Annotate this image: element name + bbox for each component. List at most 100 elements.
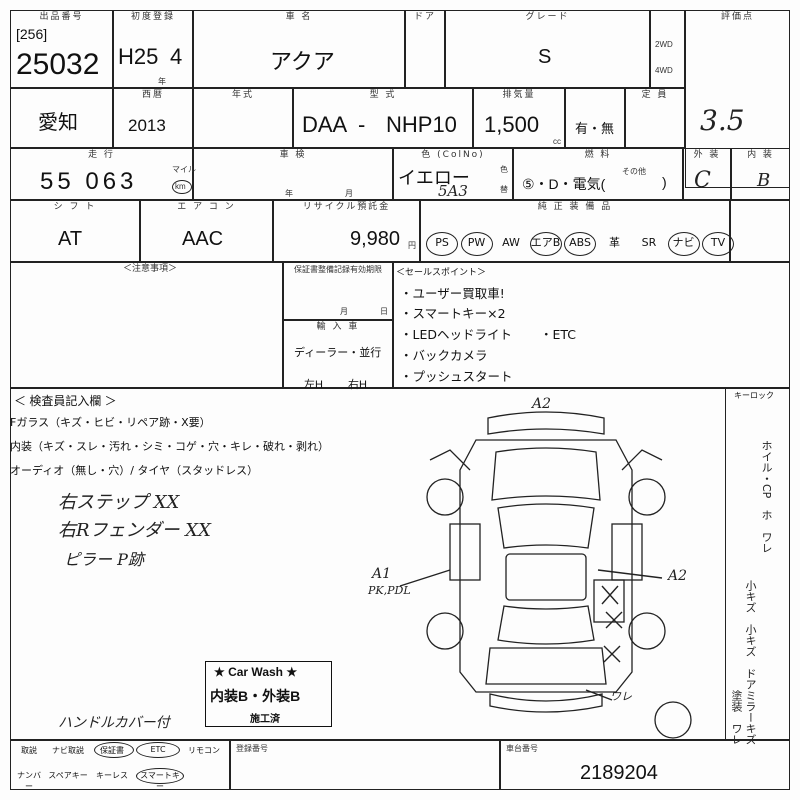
car-wash-title: ★ Car Wash ★: [214, 665, 298, 679]
displacement-value: 1,500: [484, 112, 540, 137]
exterior-header: 外 装: [693, 150, 721, 160]
interior-header: 内 装: [747, 150, 774, 160]
chassis-header: 車台番号: [506, 744, 538, 753]
color-col-label: 色: [500, 165, 508, 174]
shift-cell: [10, 200, 140, 262]
roof-shape: [505, 553, 587, 601]
wheel-rear-left: [426, 612, 464, 650]
equipment-circle-7: [667, 232, 700, 256]
interior-grade: B: [757, 170, 771, 191]
mileage-unit-km: km: [175, 182, 186, 191]
callout-a1-line: [399, 569, 451, 587]
wheel-front-right: [628, 478, 666, 516]
circle-warranty: [94, 742, 134, 758]
model-code: NHP10: [386, 112, 457, 137]
rear-window-shape: [497, 605, 595, 645]
car-name: アクア: [270, 49, 335, 74]
left-mirror-shape: [429, 449, 471, 471]
maintenance-cell: [283, 262, 393, 320]
inspection-year-unit: 年: [285, 189, 293, 198]
fuel-close: ): [662, 174, 667, 190]
circle-etc: [136, 742, 180, 758]
exterior-grade: C: [694, 168, 711, 193]
exterior-cell: [683, 148, 731, 200]
shift-value: AT: [58, 228, 83, 250]
right-door-panel: [611, 523, 643, 581]
doors-header: ドア: [413, 12, 436, 22]
reg-no-header: 登録番号: [236, 744, 268, 753]
keyless-header: キーロック: [734, 391, 774, 400]
color-change-label: 替: [500, 185, 508, 194]
inspection-month-unit: 月: [345, 189, 353, 198]
right-col-3: 塗装 ワレ: [730, 690, 743, 745]
front-bumper-shape: [487, 411, 605, 435]
interior-cell: [731, 148, 790, 200]
equipment-item-2: AW: [502, 236, 520, 249]
year-type-cell: [193, 88, 293, 148]
import-dealer: ディーラー・並行: [294, 347, 382, 359]
trunk-shape: [485, 647, 607, 685]
equipment-circle-4: [564, 232, 596, 256]
color-code: 5A3: [438, 182, 468, 200]
note-handle-cover: ハンドルカバー付: [58, 715, 170, 731]
sales-point-5: ・プッシュスタート: [400, 369, 513, 384]
inspection-header: 車 検: [279, 150, 307, 160]
equipment-circle-0: [426, 232, 458, 256]
spare-wheel: [654, 701, 692, 739]
mark-a2-top: A2: [532, 396, 552, 412]
equipment-circle-8: [702, 232, 734, 256]
fuel-options: ⑤・D・電気(: [522, 176, 606, 192]
color-name: イエロー: [398, 168, 470, 188]
damage-x-2: [605, 611, 623, 629]
score-cell: [685, 10, 790, 188]
callout-a2-line: [597, 569, 663, 579]
sales-point-1: ・ユーザー買取車!: [400, 286, 505, 301]
maintenance-header: 保証書整備記録有効期限: [294, 265, 382, 274]
right-rear-quarter: [593, 579, 625, 623]
first-reg-cell: [113, 10, 193, 88]
model-header: 型 式: [369, 90, 397, 100]
rear-bumper-shape: [489, 693, 603, 713]
wd-4: 4WD: [655, 66, 673, 75]
right-column: [725, 388, 790, 740]
check-interior: 内装（キズ・スレ・汚れ・シミ・コゲ・穴・キレ・破れ・剥れ）: [10, 440, 329, 453]
import-header: 輸 入 車: [316, 322, 360, 332]
car-name-cell: [193, 10, 405, 88]
doors-cell: [405, 10, 445, 88]
inspector-header: ＜ 検査員記入欄 ＞: [14, 394, 117, 408]
car-wash-grade: 内装B・外装B: [210, 688, 301, 704]
wheel-rear-right: [628, 612, 666, 650]
note-pillar: ピラー P跡: [64, 550, 144, 569]
fuel-cell: [513, 148, 683, 200]
chassis-cell: [500, 740, 790, 790]
equipment-item-1: PW: [467, 236, 486, 249]
km-circle-mark: [172, 180, 192, 194]
sales-point-2: ・スマートキー×2: [400, 306, 506, 321]
notes-header: ＜注意事項＞: [122, 264, 177, 274]
sales-points-header: ＜セールスポイント＞: [396, 267, 487, 277]
equipment-item-4: ABS: [569, 236, 591, 249]
equipment-circle-3: [529, 232, 562, 256]
lot-bracket: [256]: [16, 26, 48, 42]
acc-spare-key: スペアキー: [48, 771, 88, 780]
damage-x-3: [603, 645, 621, 663]
year-type-header: 年式: [231, 90, 254, 100]
import-cell: [283, 320, 393, 388]
mileage-value: 55 063: [40, 168, 138, 195]
model-prefix: DAA: [302, 112, 348, 137]
wheel-front-left: [426, 478, 464, 516]
mileage-unit-mile: マイル: [172, 165, 196, 174]
capacity-header: 定 員: [641, 90, 669, 100]
chassis-number: 2189204: [580, 762, 658, 784]
aircon-header: エ ア コ ン: [177, 202, 236, 212]
grade-value: S: [538, 46, 552, 68]
acc-manual: 取説: [21, 746, 37, 755]
windshield-shape: [497, 503, 595, 549]
sales-point-etc: ・ETC: [540, 327, 577, 342]
acc-keyless: キーレス: [96, 771, 128, 780]
displacement-unit: cc: [553, 137, 561, 146]
equipment-item-8: TV: [710, 236, 726, 249]
score-value: 3.5: [700, 104, 745, 137]
